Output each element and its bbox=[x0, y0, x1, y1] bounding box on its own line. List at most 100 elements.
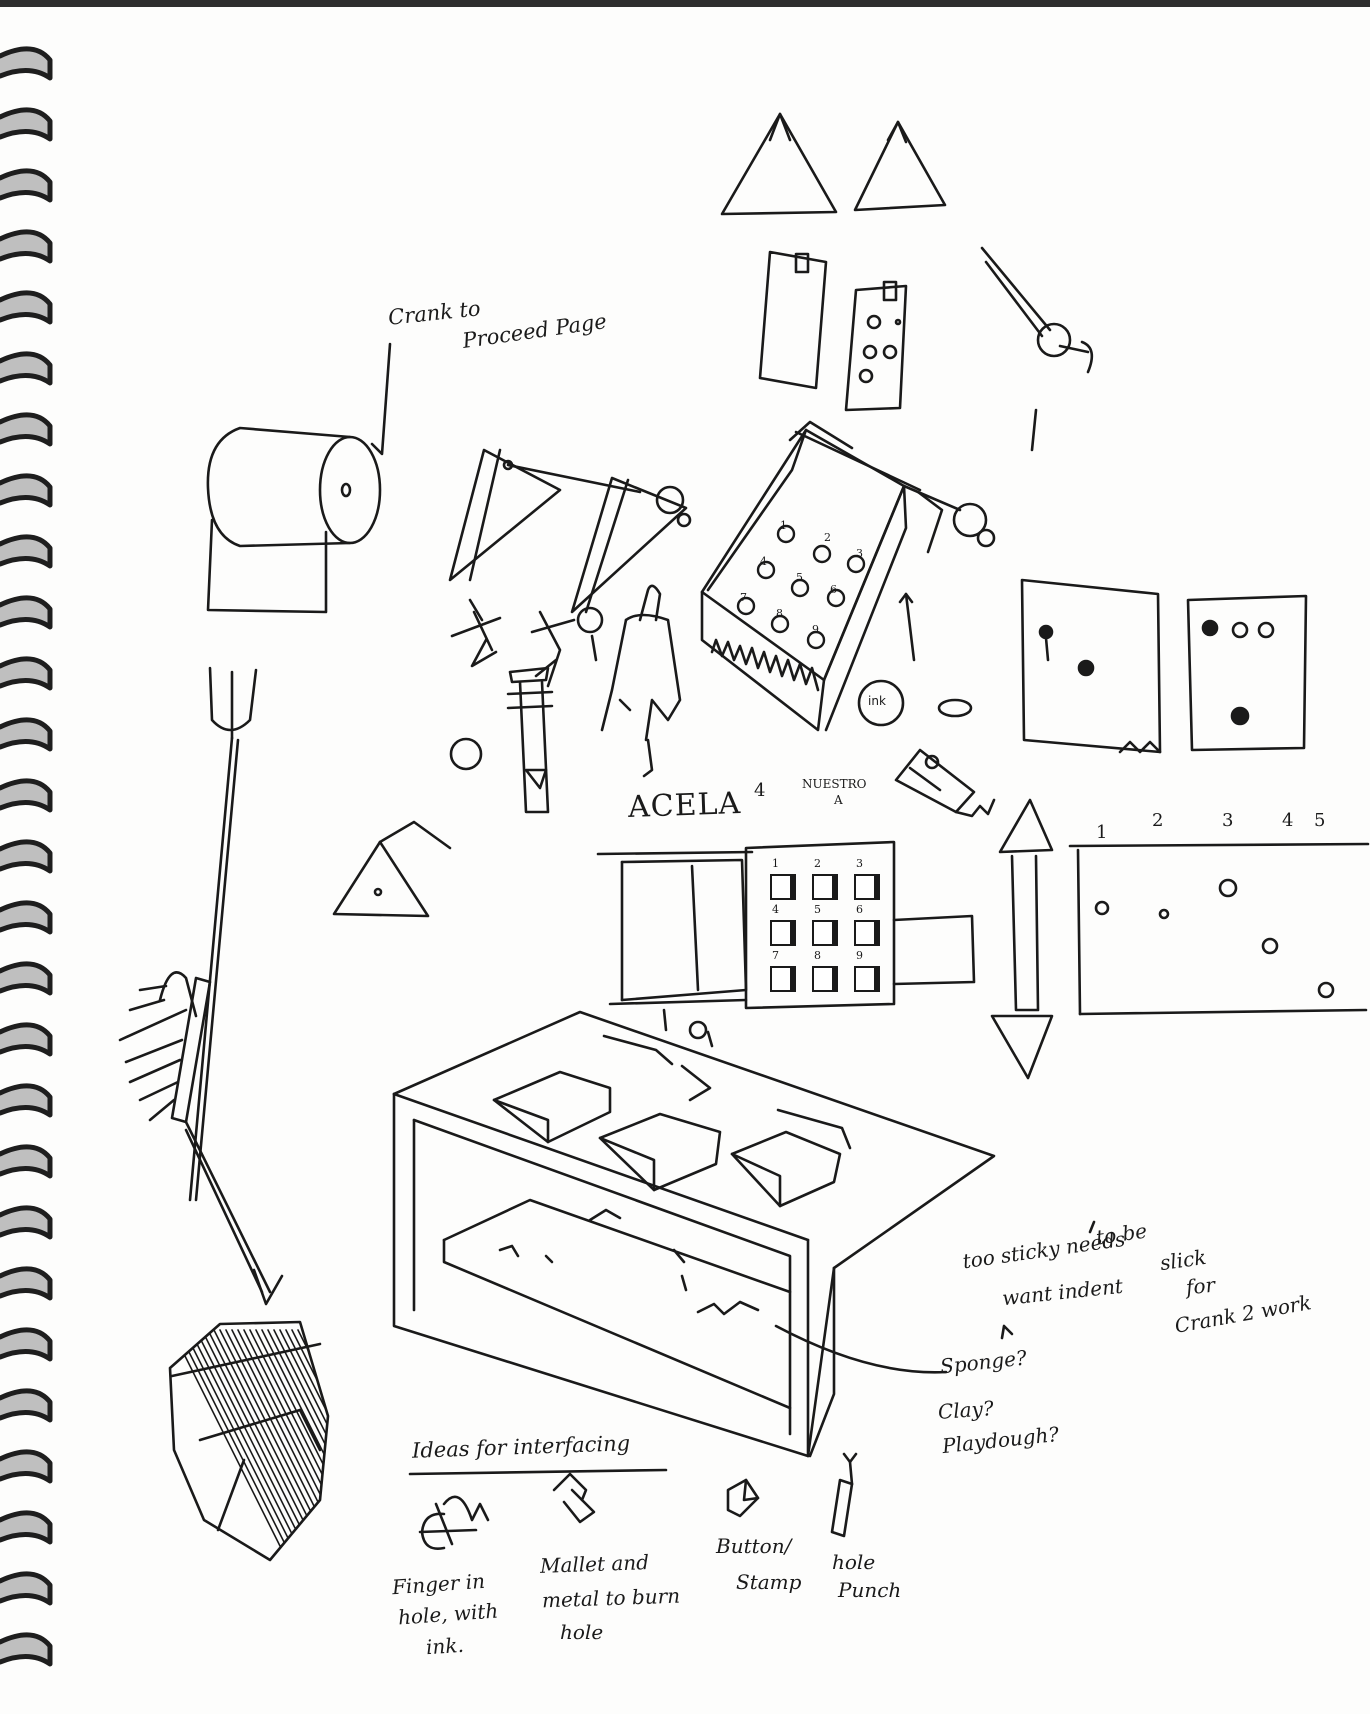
spiral-coil bbox=[0, 351, 53, 386]
machine-number: 7 bbox=[740, 591, 747, 604]
spiral-coil bbox=[0, 961, 53, 996]
hatch-line bbox=[189, 1329, 301, 1551]
crank-mechanism bbox=[980, 246, 1094, 452]
hatch-line bbox=[273, 1329, 328, 1551]
machine-number: 2 bbox=[824, 531, 831, 544]
spiral-coil bbox=[0, 534, 53, 569]
keypad-key bbox=[770, 966, 796, 992]
stamping-machine bbox=[700, 420, 996, 732]
hatch-line bbox=[303, 1329, 328, 1551]
graph-column-number: 3 bbox=[1222, 810, 1234, 831]
cloaked-figure bbox=[600, 584, 682, 778]
spiral-binding bbox=[0, 46, 53, 1667]
hatch-line bbox=[177, 1329, 289, 1551]
spiral-coil bbox=[0, 107, 53, 142]
idea-finger-line3: ink. bbox=[425, 1632, 465, 1660]
idea-button-line2: Stamp bbox=[736, 1570, 802, 1594]
spiral-coil bbox=[0, 1205, 53, 1240]
keypad-key-number: 6 bbox=[856, 903, 863, 916]
spiral-coil bbox=[0, 900, 53, 935]
graph-column-number: 5 bbox=[1314, 810, 1326, 831]
hatch-line bbox=[243, 1329, 328, 1551]
machine-number: 8 bbox=[776, 607, 783, 620]
machine-number: 3 bbox=[856, 547, 863, 560]
spiral-coil bbox=[0, 168, 53, 203]
keypad-key-number: 7 bbox=[772, 949, 779, 962]
spiral-coil bbox=[0, 1266, 53, 1301]
hand-stamp bbox=[894, 748, 996, 818]
hatched-shield bbox=[168, 1320, 330, 1562]
spiral-coil bbox=[0, 778, 53, 813]
acela-label: ACELA bbox=[627, 786, 742, 825]
graph-column-number: 4 bbox=[1282, 810, 1294, 831]
machine-number: 4 bbox=[760, 555, 767, 568]
idea-mallet-line2: metal to burn bbox=[541, 1583, 681, 1613]
spiral-coil bbox=[0, 46, 53, 81]
spiral-coil bbox=[0, 656, 53, 691]
keypad-key-number: 9 bbox=[856, 949, 863, 962]
paper-slips bbox=[758, 250, 908, 412]
spiral-coil bbox=[0, 1327, 53, 1362]
hatch-line bbox=[315, 1329, 328, 1551]
hole-punch-tool bbox=[506, 666, 554, 814]
up-down-arrow bbox=[990, 798, 1054, 1080]
keypad-key bbox=[854, 874, 880, 900]
spiral-coil bbox=[0, 717, 53, 752]
idea-mallet-line3: hole bbox=[560, 1620, 604, 1644]
ink-pad bbox=[857, 679, 973, 727]
hatch-line bbox=[171, 1329, 283, 1551]
machine-number: 5 bbox=[796, 571, 803, 584]
spiral-coil bbox=[0, 1632, 53, 1667]
keypad-key bbox=[812, 874, 838, 900]
punched-cards bbox=[1020, 578, 1308, 754]
hatch-line bbox=[213, 1329, 325, 1551]
machine-number: 1 bbox=[780, 519, 787, 532]
idea-button-line1: Button/ bbox=[716, 1534, 792, 1558]
graph-column-number: 1 bbox=[1096, 822, 1108, 843]
hatch-line bbox=[261, 1329, 328, 1551]
keypad-key bbox=[812, 966, 838, 992]
idea-mallet-line1: Mallet and bbox=[539, 1550, 650, 1578]
tray-box bbox=[392, 1010, 996, 1458]
spiral-coil bbox=[0, 229, 53, 264]
keypad-key bbox=[770, 920, 796, 946]
hatch-line bbox=[225, 1329, 328, 1551]
nuestro-label: NUESTRO bbox=[802, 777, 867, 791]
arrow-label: 4 bbox=[754, 780, 766, 801]
keypad-key-number: 1 bbox=[772, 857, 779, 870]
note-clay: Clay? bbox=[937, 1396, 995, 1424]
spiral-coil bbox=[0, 1510, 53, 1545]
hatch-line bbox=[249, 1329, 328, 1551]
ink-label: ink bbox=[868, 694, 886, 708]
spiral-coil bbox=[0, 473, 53, 508]
hatch-line bbox=[237, 1329, 328, 1551]
keypad-key-number: 4 bbox=[772, 903, 779, 916]
idea-punch-line2: Punch bbox=[838, 1578, 902, 1602]
keypad-key-number: 3 bbox=[856, 857, 863, 870]
hatch-line bbox=[291, 1329, 328, 1551]
pitchfork bbox=[188, 666, 258, 1202]
hatch-line bbox=[279, 1329, 328, 1551]
small-circle bbox=[449, 737, 483, 771]
dot-graph bbox=[1068, 842, 1370, 1016]
keypad-key bbox=[770, 874, 796, 900]
keypad-key bbox=[854, 920, 880, 946]
feathered-arrow bbox=[118, 971, 284, 1306]
ideas-icons bbox=[408, 1220, 1096, 1550]
spiral-coil bbox=[0, 1571, 53, 1606]
keypad-device bbox=[596, 840, 976, 1048]
left-triangle bbox=[332, 820, 452, 918]
spiral-coil bbox=[0, 412, 53, 447]
spiral-coil bbox=[0, 1144, 53, 1179]
flags-with-crank bbox=[448, 448, 692, 614]
keypad-key-number: 5 bbox=[814, 903, 821, 916]
graph-column-number: 2 bbox=[1152, 810, 1164, 831]
keypad-key bbox=[854, 966, 880, 992]
idea-punch-line1: hole bbox=[832, 1550, 876, 1574]
hatch-line bbox=[201, 1329, 313, 1551]
hatch-line bbox=[207, 1329, 319, 1551]
machine-number: 9 bbox=[812, 623, 819, 636]
spiral-coil bbox=[0, 839, 53, 874]
spiral-coil bbox=[0, 1022, 53, 1057]
